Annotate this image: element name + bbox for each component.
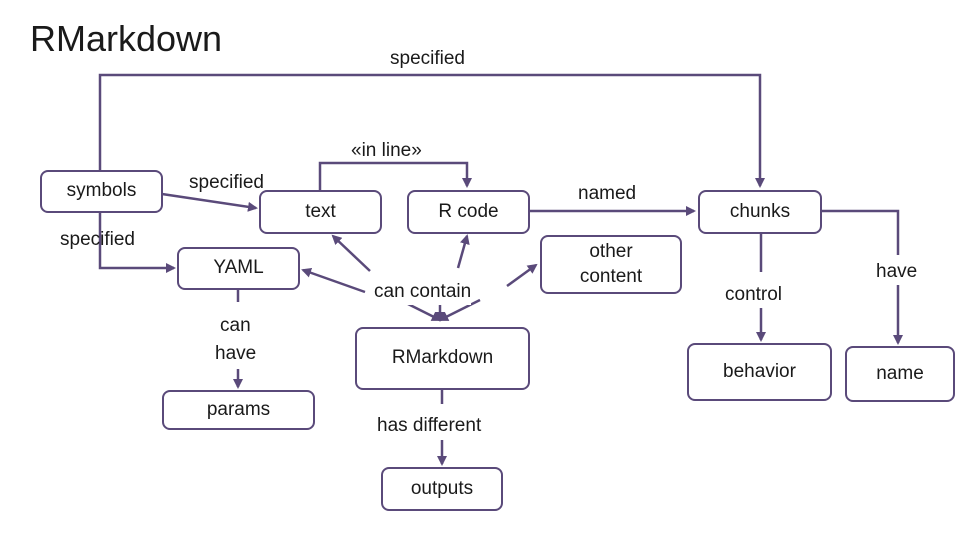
edge-contain-rcode <box>456 234 470 269</box>
label-control: control <box>725 283 783 308</box>
node-text: text <box>259 190 382 234</box>
node-name: name <box>845 346 955 402</box>
label-in-line: «in line» <box>351 140 422 161</box>
label-specified-yaml: specified <box>60 229 135 250</box>
label-can-contain: can contain <box>374 280 472 305</box>
label-have-chunks: have <box>876 260 918 285</box>
edge-symbols-text <box>161 192 258 212</box>
node-behavior: behavior <box>687 343 832 401</box>
edge-contain-other <box>506 263 538 288</box>
node-other-content: other content <box>540 235 682 294</box>
edge-symbols-yaml <box>98 212 176 273</box>
edge-chunks-name <box>822 209 900 255</box>
edge-contain-yaml <box>301 267 366 294</box>
node-params: params <box>162 390 315 430</box>
edge-text-rcode <box>318 161 472 190</box>
node-chunks: chunks <box>698 190 822 234</box>
node-outputs: outputs <box>381 467 503 511</box>
label-specified-text: specified <box>189 172 264 193</box>
label-can: can <box>220 314 251 339</box>
node-symbols: symbols <box>40 170 163 213</box>
node-yaml: YAML <box>177 247 300 290</box>
node-rmarkdown: RMarkdown <box>355 327 530 390</box>
label-named: named <box>578 183 637 204</box>
label-specified-top: specified <box>390 47 465 72</box>
page-title: RMarkdown <box>30 18 223 59</box>
label-has-different: has different <box>377 414 482 439</box>
edge-contain-text <box>331 234 371 272</box>
label-have-yaml: have <box>215 342 257 367</box>
edge-symbols-chunks <box>98 73 765 188</box>
node-r-code: R code <box>407 190 530 234</box>
